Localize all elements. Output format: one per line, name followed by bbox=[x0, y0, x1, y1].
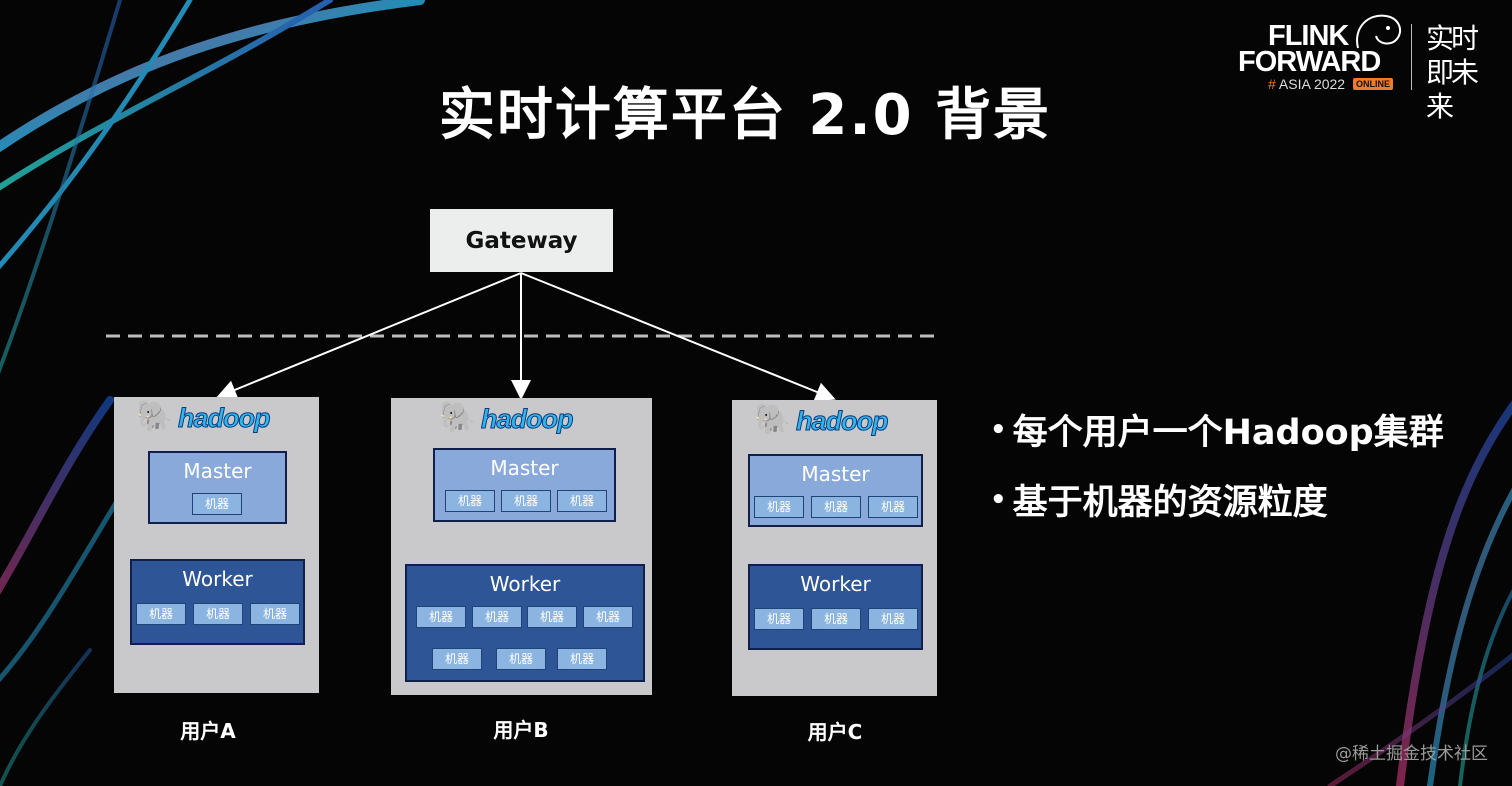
machine: 机器 bbox=[754, 496, 804, 518]
flink-forward-logo: FLINK FORWARD # ASIA 2022 ONLINE 实时即未来 bbox=[1236, 14, 1496, 123]
logo-hash: # bbox=[1268, 76, 1276, 92]
machine: 机器 bbox=[754, 608, 804, 630]
hadoop-logo-text: hadoop bbox=[480, 404, 573, 435]
hadoop-logo: 🐘 hadoop bbox=[732, 400, 937, 444]
worker-label: Worker bbox=[182, 567, 253, 591]
machine: 机器 bbox=[136, 603, 186, 625]
machine: 机器 bbox=[472, 606, 522, 628]
hadoop-logo-text: hadoop bbox=[177, 403, 270, 434]
logo-line2: FORWARD bbox=[1238, 46, 1381, 78]
worker-label: Worker bbox=[489, 572, 561, 596]
machine: 机器 bbox=[868, 496, 918, 518]
logo-asia-text: ASIA 2022 bbox=[1278, 76, 1346, 92]
watermark: @稀土掘金技术社区 bbox=[1335, 744, 1488, 764]
master-box: Master 机器 机器 机器 bbox=[748, 454, 923, 527]
machine: 机器 bbox=[445, 490, 495, 512]
master-label: Master bbox=[183, 459, 252, 483]
machine: 机器 bbox=[527, 606, 577, 628]
worker-box: Worker 机器 机器 机器 机器 机器 机器 机器 bbox=[405, 564, 645, 682]
master-box: Master 机器 机器 机器 bbox=[433, 448, 616, 522]
machine: 机器 bbox=[868, 608, 918, 630]
user-label-b: 用户B bbox=[493, 718, 549, 742]
master-label: Master bbox=[490, 456, 559, 480]
machine: 机器 bbox=[557, 490, 607, 512]
worker-label: Worker bbox=[800, 572, 871, 596]
logo-online-badge: ONLINE bbox=[1352, 78, 1393, 90]
hadoop-elephant-icon: 🐘 bbox=[136, 399, 174, 434]
machine: 机器 bbox=[557, 648, 607, 670]
machine: 机器 bbox=[193, 603, 243, 625]
bullet-text: 每个用户一个Hadoop集群 bbox=[1012, 413, 1444, 453]
logo-cn-slogan: 实时即未来 bbox=[1426, 22, 1479, 123]
hadoop-logo-text: hadoop bbox=[795, 406, 888, 437]
bullet-item-2: •基于机器的资源粒度 bbox=[990, 474, 1328, 525]
logo-line1: FLINK bbox=[1268, 20, 1349, 52]
machine: 机器 bbox=[192, 493, 242, 515]
master-box: Master 机器 bbox=[148, 451, 287, 524]
machine: 机器 bbox=[811, 496, 861, 518]
bullet-text: 基于机器的资源粒度 bbox=[1012, 483, 1328, 523]
hadoop-cluster-b: 🐘 hadoop Master 机器 机器 机器 Worker 机器 机器 机器… bbox=[391, 398, 652, 695]
worker-box: Worker 机器 机器 机器 bbox=[130, 559, 305, 645]
hadoop-logo: 🐘 hadoop bbox=[391, 398, 652, 442]
hadoop-logo: 🐘 hadoop bbox=[114, 397, 319, 441]
hadoop-cluster-a: 🐘 hadoop Master 机器 Worker 机器 机器 机器 bbox=[114, 397, 319, 693]
logo-divider bbox=[1411, 24, 1412, 90]
machine: 机器 bbox=[416, 606, 466, 628]
user-label-a: 用户A bbox=[180, 719, 236, 743]
worker-box: Worker 机器 机器 机器 bbox=[748, 564, 923, 650]
machine: 机器 bbox=[811, 608, 861, 630]
machine: 机器 bbox=[250, 603, 300, 625]
machine: 机器 bbox=[432, 648, 482, 670]
hadoop-elephant-icon: 🐘 bbox=[754, 402, 792, 437]
hadoop-elephant-icon: 🐘 bbox=[439, 400, 477, 435]
gateway-arrow-a bbox=[216, 272, 522, 400]
squirrel-icon bbox=[1356, 14, 1402, 49]
master-label: Master bbox=[801, 462, 870, 486]
machine: 机器 bbox=[496, 648, 546, 670]
bullet-item-1: •每个用户一个Hadoop集群 bbox=[990, 404, 1444, 455]
slide-title: 实时计算平台 2.0 背景 bbox=[438, 83, 1052, 148]
gateway-box: Gateway bbox=[430, 209, 613, 272]
user-label-c: 用户C bbox=[807, 720, 863, 744]
logo-asia: # ASIA 2022 ONLINE bbox=[1268, 76, 1393, 92]
gateway-arrow-c bbox=[520, 272, 836, 402]
machine: 机器 bbox=[501, 490, 551, 512]
bullet-dot: • bbox=[990, 485, 1007, 515]
bullet-dot: • bbox=[990, 415, 1007, 445]
hadoop-cluster-c: 🐘 hadoop Master 机器 机器 机器 Worker 机器 机器 机器 bbox=[732, 400, 937, 696]
machine: 机器 bbox=[583, 606, 633, 628]
